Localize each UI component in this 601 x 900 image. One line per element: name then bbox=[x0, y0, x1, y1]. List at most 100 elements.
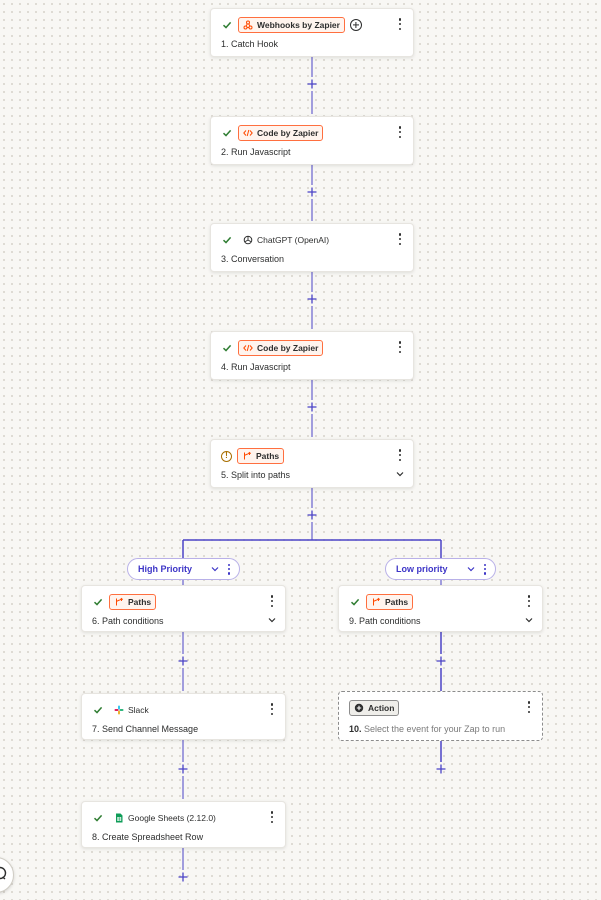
add-step-button[interactable] bbox=[176, 654, 190, 668]
path-pill-low-priority[interactable]: Low priority bbox=[385, 558, 496, 580]
chevron-down-icon[interactable] bbox=[268, 616, 276, 624]
step-title: 8. Create Spreadsheet Row bbox=[92, 832, 204, 842]
more-options-icon[interactable] bbox=[395, 125, 405, 139]
app-badge-paths[interactable]: Paths bbox=[109, 594, 157, 610]
add-step-button[interactable] bbox=[305, 185, 319, 199]
app-badge-slack[interactable]: Slack bbox=[109, 702, 154, 718]
path-pill-high-priority[interactable]: High Priority bbox=[127, 558, 240, 580]
check-icon bbox=[221, 19, 233, 31]
chevron-down-icon[interactable] bbox=[396, 470, 404, 478]
add-step-button[interactable] bbox=[305, 508, 319, 522]
paths-icon bbox=[114, 597, 124, 607]
step-card-10-placeholder[interactable]: Action 10. Select the event for your Zap… bbox=[338, 691, 543, 741]
step-card-header: Code by Zapier bbox=[221, 340, 324, 356]
step-title: 2. Run Javascript bbox=[221, 147, 291, 157]
check-icon bbox=[221, 342, 233, 354]
action-icon bbox=[354, 703, 364, 713]
plus-icon bbox=[178, 872, 188, 882]
check-icon bbox=[92, 704, 104, 716]
app-badge-code[interactable]: Code by Zapier bbox=[238, 340, 324, 356]
app-badge-code[interactable]: Code by Zapier bbox=[238, 125, 324, 141]
google-sheets-icon bbox=[114, 813, 124, 823]
add-step-icon[interactable] bbox=[349, 19, 362, 31]
step-card-9[interactable]: Paths 9. Path conditions bbox=[338, 585, 543, 632]
action-badge[interactable]: Action bbox=[349, 700, 400, 716]
more-options-icon[interactable] bbox=[227, 563, 231, 575]
plus-icon bbox=[307, 79, 317, 89]
warning-icon: ! bbox=[221, 450, 232, 462]
paths-icon bbox=[371, 597, 381, 607]
more-options-icon[interactable] bbox=[395, 17, 405, 31]
more-options-icon[interactable] bbox=[395, 340, 405, 354]
plus-icon bbox=[307, 294, 317, 304]
plus-icon bbox=[178, 764, 188, 774]
app-badge-chatgpt[interactable]: ChatGPT (OpenAI) bbox=[238, 232, 334, 248]
step-card-5[interactable]: ! Paths 5. Split into paths bbox=[210, 439, 414, 488]
step-title: 6. Path conditions bbox=[92, 616, 164, 626]
chevron-down-icon[interactable] bbox=[211, 565, 219, 573]
slack-icon bbox=[114, 705, 124, 715]
step-card-6[interactable]: Paths 6. Path conditions bbox=[81, 585, 286, 632]
step-card-4[interactable]: Code by Zapier 4. Run Javascript bbox=[210, 331, 414, 380]
app-badge-google-sheets[interactable]: Google Sheets (2.12.0) bbox=[109, 810, 221, 826]
more-options-icon[interactable] bbox=[267, 702, 277, 716]
check-icon bbox=[221, 127, 233, 139]
step-card-header: Webhooks by Zapier bbox=[221, 17, 362, 33]
add-step-button[interactable] bbox=[305, 400, 319, 414]
app-name: Paths bbox=[128, 597, 152, 607]
add-step-button[interactable] bbox=[176, 870, 190, 884]
app-name: Code by Zapier bbox=[257, 343, 319, 353]
step-card-header: Action bbox=[349, 700, 400, 716]
step-title: 4. Run Javascript bbox=[221, 362, 291, 372]
app-badge-webhooks[interactable]: Webhooks by Zapier bbox=[238, 17, 345, 33]
plus-icon bbox=[307, 510, 317, 520]
app-name: Google Sheets (2.12.0) bbox=[128, 813, 216, 823]
app-name: Paths bbox=[385, 597, 409, 607]
more-options-icon[interactable] bbox=[267, 594, 277, 608]
step-card-1[interactable]: Webhooks by Zapier 1. Catch Hook bbox=[210, 8, 414, 57]
step-card-header: Google Sheets (2.12.0) bbox=[92, 810, 221, 826]
check-icon bbox=[92, 812, 104, 824]
plus-icon bbox=[436, 764, 446, 774]
more-options-icon[interactable] bbox=[483, 563, 487, 575]
app-badge-paths[interactable]: Paths bbox=[366, 594, 414, 610]
step-card-7[interactable]: Slack 7. Send Channel Message bbox=[81, 693, 286, 740]
chevron-down-icon[interactable] bbox=[525, 616, 533, 624]
step-card-header: ChatGPT (OpenAI) bbox=[221, 232, 334, 248]
app-name: ChatGPT (OpenAI) bbox=[257, 235, 330, 245]
help-icon bbox=[0, 866, 7, 880]
add-step-button[interactable] bbox=[305, 292, 319, 306]
app-name: Action bbox=[368, 703, 395, 713]
step-title: 3. Conversation bbox=[221, 254, 285, 264]
add-step-button[interactable] bbox=[305, 77, 319, 91]
check-icon bbox=[92, 596, 104, 608]
step-card-header: Code by Zapier bbox=[221, 125, 324, 141]
check-icon bbox=[221, 234, 233, 246]
more-options-icon[interactable] bbox=[395, 232, 405, 246]
placeholder-text: Select the event for your Zap to run bbox=[364, 724, 506, 734]
plus-icon bbox=[307, 187, 317, 197]
step-card-8[interactable]: Google Sheets (2.12.0) 8. Create Spreads… bbox=[81, 801, 286, 848]
step-card-2[interactable]: Code by Zapier 2. Run Javascript bbox=[210, 116, 414, 165]
more-options-icon[interactable] bbox=[524, 700, 534, 714]
more-options-icon[interactable] bbox=[524, 594, 534, 608]
step-card-header: ! Paths bbox=[221, 448, 285, 464]
step-card-header: Paths bbox=[92, 594, 157, 610]
step-title: 10. Select the event for your Zap to run bbox=[349, 724, 505, 734]
code-icon bbox=[243, 128, 253, 138]
chevron-down-icon[interactable] bbox=[467, 565, 475, 573]
path-name: High Priority bbox=[138, 564, 193, 574]
more-options-icon[interactable] bbox=[267, 810, 277, 824]
code-icon bbox=[243, 343, 253, 353]
app-name: Webhooks by Zapier bbox=[257, 20, 340, 30]
app-badge-paths[interactable]: Paths bbox=[237, 448, 285, 464]
plus-icon bbox=[436, 656, 446, 666]
more-options-icon[interactable] bbox=[395, 448, 405, 462]
step-card-3[interactable]: ChatGPT (OpenAI) 3. Conversation bbox=[210, 223, 414, 272]
add-step-button[interactable] bbox=[434, 654, 448, 668]
add-step-button[interactable] bbox=[176, 762, 190, 776]
app-name: Slack bbox=[128, 705, 149, 715]
plus-icon bbox=[178, 656, 188, 666]
add-step-button[interactable] bbox=[434, 762, 448, 776]
